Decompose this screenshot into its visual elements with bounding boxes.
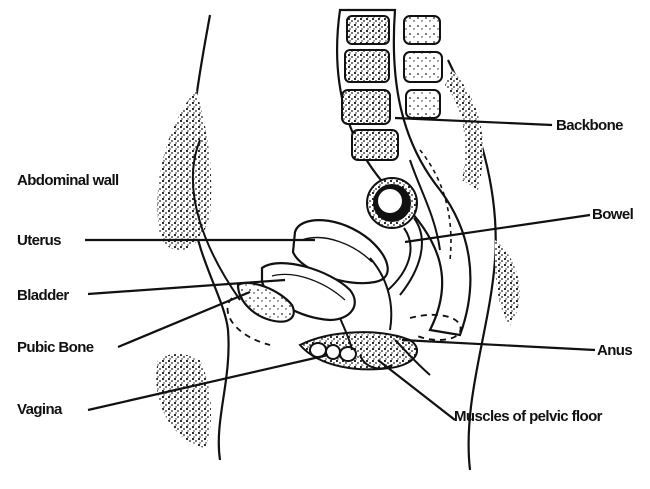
- leader-pelvic-floor: [378, 360, 455, 420]
- back-shading: [495, 240, 520, 325]
- label-bowel: Bowel: [592, 207, 650, 222]
- label-vagina: Vagina: [17, 402, 62, 417]
- label-uterus: Uterus: [17, 233, 61, 248]
- label-abdominal-wall: Abdominal wall: [17, 173, 119, 188]
- abdominal-wall-shading: [156, 90, 240, 448]
- leader-anus: [402, 340, 595, 350]
- label-pubic-bone: Pubic Bone: [17, 340, 94, 355]
- label-anus: Anus: [597, 343, 650, 358]
- label-bladder: Bladder: [17, 288, 69, 303]
- label-backbone: Backbone: [556, 118, 650, 133]
- label-pelvic-floor: Muscles of pelvic floor: [454, 409, 650, 424]
- backbone: [337, 10, 483, 335]
